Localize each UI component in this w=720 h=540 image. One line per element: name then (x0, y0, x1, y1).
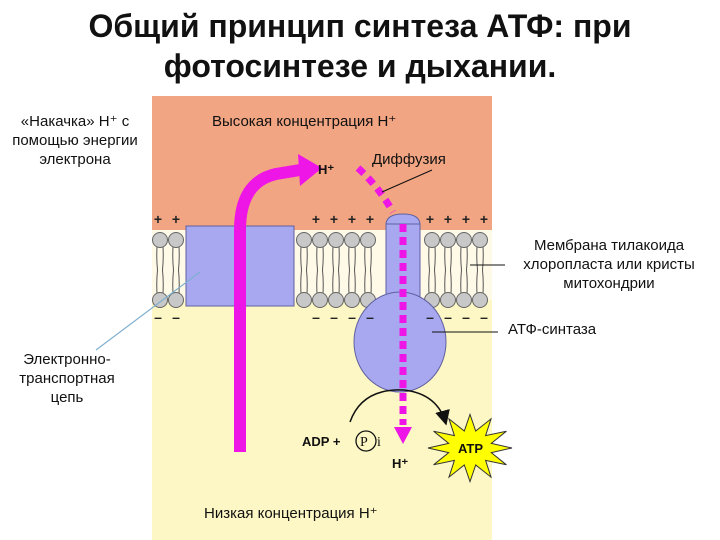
lipid-head (472, 232, 488, 248)
lipid-head (152, 292, 168, 308)
pump-label: «Накачка» Н⁺ с помощью энергии электрона (12, 113, 138, 168)
etc-label: Электронно- транспортная цепь (19, 351, 115, 406)
plus-charge: + (366, 211, 374, 227)
plus-charge: + (330, 211, 338, 227)
atp-synthase-label: АТФ-синтаза (508, 321, 597, 338)
diffusion-label: Диффузия (372, 151, 446, 168)
minus-charge: – (462, 309, 470, 325)
plus-charge: + (348, 211, 356, 227)
lipid-head (328, 232, 344, 248)
adp-label: ADP + (302, 434, 341, 449)
lipid-head (456, 232, 472, 248)
plus-charge: + (444, 211, 452, 227)
lipid-head (440, 292, 456, 308)
minus-charge: – (366, 309, 374, 325)
page-title: Общий принцип синтеза АТФ: при фотосинте… (0, 6, 720, 86)
etc-pointer (95, 271, 201, 351)
lipid-head (296, 232, 312, 248)
lipid-head (360, 232, 376, 248)
proton-channel-arrowhead (394, 427, 412, 444)
lipid-head (152, 232, 168, 248)
diffusion-pointer (381, 169, 433, 193)
title-line-1: Общий принцип синтеза АТФ: при (88, 8, 632, 44)
lipid-head (328, 292, 344, 308)
phosphate-i-label: i (377, 435, 381, 450)
plus-charge: + (312, 211, 320, 227)
plus-charge: + (480, 211, 488, 227)
lipid-head (456, 292, 472, 308)
plus-charge: + (154, 211, 162, 227)
minus-charge: – (330, 309, 338, 325)
plus-charge: + (172, 211, 180, 227)
minus-charge: – (312, 309, 320, 325)
lipid-head (472, 292, 488, 308)
plus-charge: + (426, 211, 434, 227)
lipid-head (296, 292, 312, 308)
lipid-head (344, 292, 360, 308)
membrane-label: Мембрана тилакоида хлоропласта или крист… (523, 237, 695, 292)
lipid-head (312, 232, 328, 248)
h-plus-bottom-label: H⁺ (392, 456, 408, 471)
minus-charge: – (348, 309, 356, 325)
lipid-head (440, 232, 456, 248)
atp-label: ATP (458, 441, 483, 456)
phosphate-p-label: P (360, 435, 368, 450)
membrane-charges: ++++++++++–––––––––– (154, 211, 488, 325)
phosphate-circle-icon (355, 430, 377, 452)
atp-starburst-icon (427, 412, 513, 484)
minus-charge: – (172, 309, 180, 325)
intermembrane-space (152, 96, 492, 230)
proton-pump-arrow (234, 164, 301, 452)
lipid-head (424, 232, 440, 248)
low-concentration-label: Низкая концентрация Н⁺ (204, 505, 378, 522)
high-concentration-label: Высокая концентрация Н⁺ (212, 113, 397, 130)
minus-charge: – (154, 309, 162, 325)
minus-charge: – (480, 309, 488, 325)
lipid-head (312, 292, 328, 308)
minus-charge: – (444, 309, 452, 325)
minus-charge: – (426, 309, 434, 325)
h-plus-top-label: H⁺ (318, 162, 334, 177)
title-line-2: фотосинтезе и дыхании. (163, 48, 557, 84)
diffusion-path (355, 165, 397, 214)
proton-pump-arrowhead (298, 154, 322, 186)
lipid-head (344, 232, 360, 248)
plus-charge: + (462, 211, 470, 227)
lipid-bilayer (152, 232, 488, 308)
lipid-head (168, 232, 184, 248)
synthesis-arrow (349, 389, 450, 426)
lipid-head (168, 292, 184, 308)
